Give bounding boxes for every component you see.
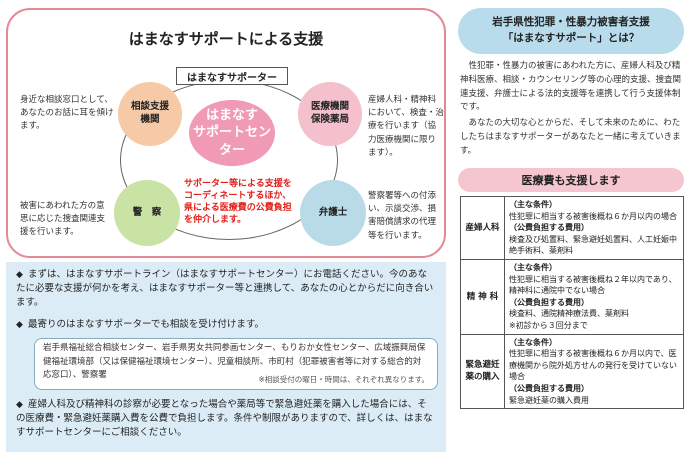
condition-heading: （主な条件） bbox=[509, 262, 557, 272]
police-node: 警 察 bbox=[114, 180, 180, 246]
info-bullet-nearby: ◆ 最寄りのはまなすサポーターでも相談を受け付けます。 bbox=[16, 318, 436, 332]
info-bullet-costs-text: 産婦人科及び精神科の診察が必要となった場合や薬局等で緊急避妊薬を購入した場合には… bbox=[16, 399, 433, 438]
diamond-bullet-icon: ◆ bbox=[16, 400, 23, 410]
info-bullet-call: ◆まずは、はまなすサポートライン（はまなすサポートセンター）にお電話ください。今… bbox=[16, 268, 436, 310]
lawyer-text: 警察署等への付添い、示談交渉、損害賠償請求の代理等を行います。 bbox=[368, 191, 437, 241]
info-bullet-costs: ◆産婦人科及び精神科の診察が必要となった場合や薬局等で緊急避妊薬を購入した場合に… bbox=[16, 398, 436, 440]
supporter-label: はまなすサポーター bbox=[176, 67, 288, 85]
info-panel: ◆まずは、はまなすサポートライン（はまなすサポートセンター）にお電話ください。今… bbox=[6, 262, 446, 452]
organizations-note: ※相談受付の曜日・時間は、それぞれ異なります。 bbox=[258, 375, 429, 384]
supporter-organizations-text: 岩手県福祉総合相談センター、岩手県男女共同参画センター、もりおか女性センター、広… bbox=[43, 343, 426, 381]
payment-heading: （公費負担する費用） bbox=[509, 297, 589, 307]
police-text: 被害にあわれた方の意思に応じた捜査関連支援を行います。 bbox=[20, 201, 106, 238]
info-bullet-nearby-text: 最寄りのはまなすサポーターでも相談を受け付けます。 bbox=[28, 319, 264, 330]
cost-category: 緊急避妊 薬の購入 bbox=[460, 333, 505, 410]
program-intro: 性犯罪・性暴力の被害にあわれた方に、産婦人科及び精神科医療、相談・カウンセリング… bbox=[460, 60, 682, 160]
payment-heading: （公費負担する費用） bbox=[509, 383, 589, 393]
condition-heading: （主な条件） bbox=[509, 337, 557, 347]
condition-heading: （主な条件） bbox=[509, 200, 557, 209]
consultation-agency-node: 相談支援 機関 bbox=[118, 82, 182, 146]
condition-text: 性犯罪に相当する被害後概ね２年以内であり、精神科に通院中でない場合 bbox=[509, 274, 677, 296]
cost-category: 産婦人科 bbox=[460, 196, 505, 260]
payment-text: 検査料、通院精神療法費、薬剤料 ※初診から３回分まで bbox=[509, 309, 629, 330]
payment-heading: （公費負担する費用） bbox=[509, 223, 589, 233]
program-header-line1: 岩手県性犯罪・性暴力被害者支援 bbox=[492, 16, 650, 29]
table-row: 産婦人科 （主な条件） 性犯罪に相当する被害後概ね６か月以内の場合 （公費負担する費用… bbox=[460, 196, 684, 260]
payment-text: 緊急避妊薬の購入費用 bbox=[509, 395, 589, 405]
intro-paragraph-2: あなたの大切な心とからだ、そして未来のために、わたしたちはまなすサポーターがあな… bbox=[460, 118, 681, 156]
support-center-node: はまなす サポートセンター bbox=[189, 100, 275, 166]
program-header: 岩手県性犯罪・性暴力被害者支援 「はまなすサポート」とは？ bbox=[458, 8, 684, 54]
center-note: サポーター等による支援をコーディネートするほか、県による医療費の公費負担を仲介し… bbox=[184, 179, 292, 226]
cost-details: （主な条件） 性犯罪に相当する被害後概ね６か月以内で、医療機関から院外処方せんの発… bbox=[504, 333, 684, 410]
intro-paragraph-1: 性犯罪・性暴力の被害にあわれた方に、産婦人科及び精神科医療、相談・カウンセリング… bbox=[460, 61, 682, 113]
medical-institution-text: 産婦人科・精神科において、検査・治療を行います（協力医療機関に限ります）。 bbox=[368, 95, 444, 158]
cost-support-table: 産婦人科 （主な条件） 性犯罪に相当する被害後概ね６か月以内の場合 （公費負担する費用… bbox=[460, 196, 684, 410]
cost-category: 精 神 科 bbox=[460, 258, 505, 335]
diagram-title: はまなすサポートによる支援 bbox=[128, 30, 324, 48]
cost-details: （主な条件） 性犯罪に相当する被害後概ね２年以内であり、精神科に通院中でない場合（… bbox=[504, 258, 684, 335]
payment-text: 検査及び処置料、緊急避妊処置料、人工妊娠中絶手術料、薬剤料 bbox=[509, 234, 677, 256]
cost-details: （主な条件） 性犯罪に相当する被害後概ね６か月以内の場合 （公費負担する費用）検査及… bbox=[504, 196, 684, 260]
condition-text: 性犯罪に相当する被害後概ね６か月以内の場合 bbox=[509, 211, 677, 221]
lawyer-node: 弁護士 bbox=[300, 180, 366, 246]
medical-cost-header: 医療費も支援します bbox=[458, 168, 684, 192]
consultation-agency-text: 身近な相談窓口として、あなたのお話に耳を傾けます。 bbox=[20, 95, 114, 132]
diamond-bullet-icon: ◆ bbox=[16, 320, 23, 330]
diamond-bullet-icon: ◆ bbox=[16, 270, 23, 280]
medical-institution-node: 医療機関 保険薬局 bbox=[298, 82, 362, 146]
condition-text: 性犯罪に相当する被害後概ね６か月以内で、医療機関から院外処方せんの発行を受けてい… bbox=[509, 349, 677, 382]
program-header-line2: 「はまなすサポート」とは？ bbox=[502, 32, 640, 44]
support-diagram: はまなすサポートによる支援 はまなすサポーター 相談支援 機関 医療機関 保険薬… bbox=[6, 8, 446, 258]
table-row: 緊急避妊 薬の購入 （主な条件） 性犯罪に相当する被害後概ね６か月以内で、医療機関か… bbox=[460, 333, 684, 410]
table-row: 精 神 科 （主な条件） 性犯罪に相当する被害後概ね２年以内であり、精神科に通院中で… bbox=[460, 258, 684, 335]
info-bullet-call-text: まずは、はまなすサポートライン（はまなすサポートセンター）にお電話ください。今の… bbox=[16, 269, 434, 308]
supporter-organizations-box: 岩手県福祉総合相談センター、岩手県男女共同参画センター、もりおか女性センター、広… bbox=[34, 338, 438, 390]
